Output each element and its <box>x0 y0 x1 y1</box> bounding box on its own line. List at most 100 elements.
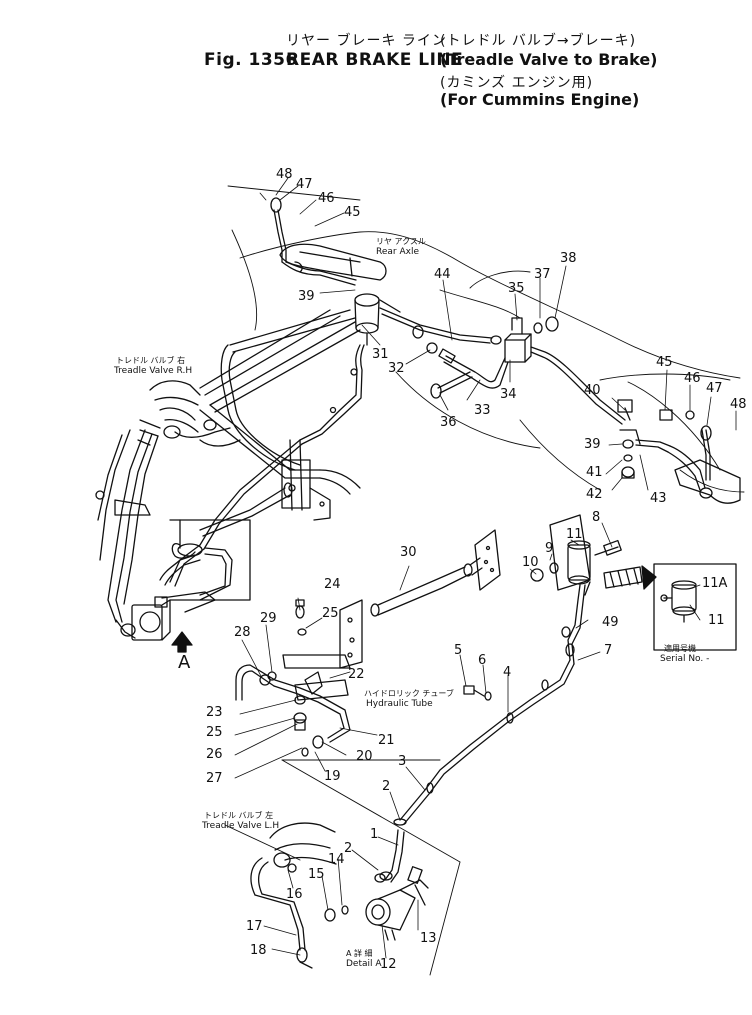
axle-tube-right <box>617 399 741 504</box>
callout-36: 36 <box>440 415 457 430</box>
valve-12 <box>324 866 429 941</box>
detail-a-label: Detail A <box>346 959 382 969</box>
callout-25-upper: 25 <box>322 606 339 621</box>
callout-42: 42 <box>586 487 603 502</box>
subtitle1-japanese: (トレドル バルブ→ブレーキ) <box>440 33 637 49</box>
callout-45-right: 45 <box>656 355 673 370</box>
callout-21: 21 <box>378 733 395 748</box>
leader-lines <box>234 177 737 959</box>
brake-chamber-upper <box>354 293 380 346</box>
tee-fitting-34 <box>504 316 626 425</box>
callout-25-lower: 25 <box>206 725 223 740</box>
callout-43: 43 <box>650 491 667 506</box>
callout-4: 4 <box>503 665 512 680</box>
detail-a-label-jp: A 詳 細 <box>346 949 373 958</box>
rear-axle-outline <box>227 185 745 493</box>
axle-tube-upper <box>279 243 387 281</box>
callout-45-upper: 45 <box>344 205 361 220</box>
callout-6: 6 <box>478 653 487 668</box>
callout-1: 1 <box>370 827 379 842</box>
callout-8: 8 <box>592 510 601 525</box>
callout-2-upper: 2 <box>382 779 391 794</box>
pipe-1 <box>379 818 407 883</box>
hose-33 <box>430 348 509 399</box>
callout-37: 37 <box>534 267 551 282</box>
callout-28: 28 <box>234 625 251 640</box>
callout-17: 17 <box>246 919 263 934</box>
bolt-5 <box>463 685 492 701</box>
subtitle2-japanese: (カミンズ エンジン用) <box>440 75 594 91</box>
pipe-frame-to-valve <box>169 482 293 587</box>
callout-11-inset: 11 <box>708 613 725 628</box>
callout-20: 20 <box>356 749 373 764</box>
callout-30: 30 <box>400 545 417 560</box>
callout-31: 31 <box>372 347 389 362</box>
rear-axle-label-jp: リヤ アクスル <box>376 237 426 246</box>
callout-9: 9 <box>545 541 554 556</box>
treadle-rh-label: Treadle Valve R.H <box>114 366 193 376</box>
pipe-upper-left <box>270 197 357 286</box>
callout-3: 3 <box>398 754 407 769</box>
arrow-to-inset <box>603 565 657 590</box>
callout-22: 22 <box>348 667 365 682</box>
hydraulic-tube-label: Hydraulic Tube <box>366 699 433 709</box>
serial-label-jp: 適用号機 <box>664 644 696 653</box>
callout-26: 26 <box>206 747 223 762</box>
hose-bundle-left <box>95 429 159 623</box>
callout-19: 19 <box>324 769 341 784</box>
callout-13: 13 <box>420 931 437 946</box>
figure-title: REAR BRAKE LINE <box>286 50 464 70</box>
serial-label: Serial No. - <box>660 654 710 664</box>
pipe-31 <box>199 344 365 550</box>
callout-41: 41 <box>586 465 603 480</box>
callout-15: 15 <box>308 867 325 882</box>
treadle-valve-lh <box>250 822 337 969</box>
callout-47-upper: 47 <box>296 177 313 192</box>
callout-24: 24 <box>324 577 341 592</box>
mount-plate-left <box>169 519 251 601</box>
callout-16: 16 <box>286 887 303 902</box>
callout-47-right: 47 <box>706 381 723 396</box>
callout-49: 49 <box>602 615 619 630</box>
subtitle2: (For Cummins Engine) <box>440 90 640 109</box>
callout-29: 29 <box>260 611 277 626</box>
title-japanese: リヤー ブレーキ ライン <box>286 33 447 49</box>
treadle-rh-label-jp: トレドル バルブ 右 <box>116 356 186 365</box>
rear-axle-label: Rear Axle <box>376 247 419 257</box>
pipe-44 <box>379 299 502 354</box>
view-a-letter: A <box>178 652 191 673</box>
treadle-lh-label: Treadle Valve L.H <box>202 821 280 831</box>
valve-assembly-left <box>115 543 233 641</box>
callout-44: 44 <box>434 267 451 282</box>
callout-14: 14 <box>328 852 345 867</box>
treadle-lh-label-jp: トレドル バルブ 左 <box>204 811 274 820</box>
inset-box-11a <box>653 563 737 651</box>
callout-33: 33 <box>474 403 491 418</box>
pipe-3-line <box>399 584 586 825</box>
fitting-39-right <box>619 429 671 479</box>
callout-48-right: 48 <box>730 397 747 412</box>
callout-38: 38 <box>560 251 577 266</box>
callout-32: 32 <box>388 361 405 376</box>
callout-10: 10 <box>522 555 539 570</box>
hydraulic-tube-30 <box>370 529 501 617</box>
callout-2-lower: 2 <box>344 841 353 856</box>
figure-number: Fig. 1356 <box>204 50 298 70</box>
mount-plate-22 <box>282 599 363 701</box>
hydraulic-tube-label-jp: ハイドロリック チューブ <box>364 689 454 698</box>
callout-18: 18 <box>250 943 267 958</box>
callout-12: 12 <box>380 957 397 972</box>
callout-46-upper: 46 <box>318 191 335 206</box>
callout-34: 34 <box>500 387 517 402</box>
callout-23: 23 <box>206 705 223 720</box>
callout-35: 35 <box>508 281 525 296</box>
callout-27: 27 <box>206 771 223 786</box>
callout-39-upper: 39 <box>298 289 315 304</box>
callout-46-right: 46 <box>684 371 701 386</box>
callout-40: 40 <box>584 383 601 398</box>
callout-48-upper: 48 <box>276 167 293 182</box>
subtitle1: (Treadle Valve to Brake) <box>440 50 658 69</box>
callout-39-right: 39 <box>584 437 601 452</box>
frame-pipes <box>199 309 361 521</box>
